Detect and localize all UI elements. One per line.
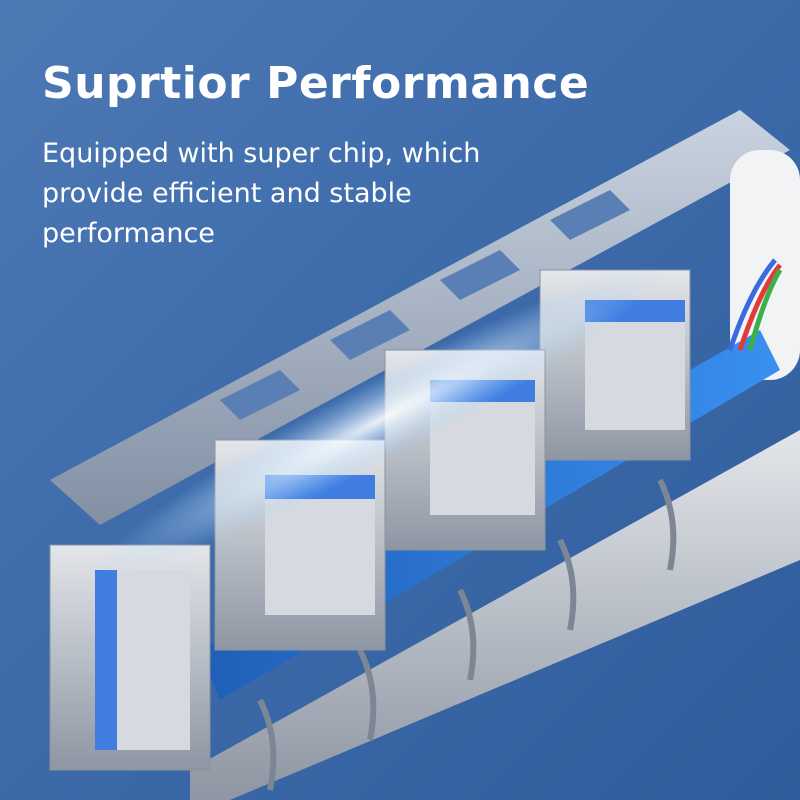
light-streak — [96, 265, 664, 575]
bottom-shell — [190, 430, 800, 800]
usb-ports — [49, 269, 691, 771]
headline: Suprtior Performance — [42, 58, 590, 109]
usb-port-front — [49, 544, 211, 771]
description: Equipped with super chip, which provide … — [42, 138, 481, 249]
cable-wires — [727, 258, 783, 351]
